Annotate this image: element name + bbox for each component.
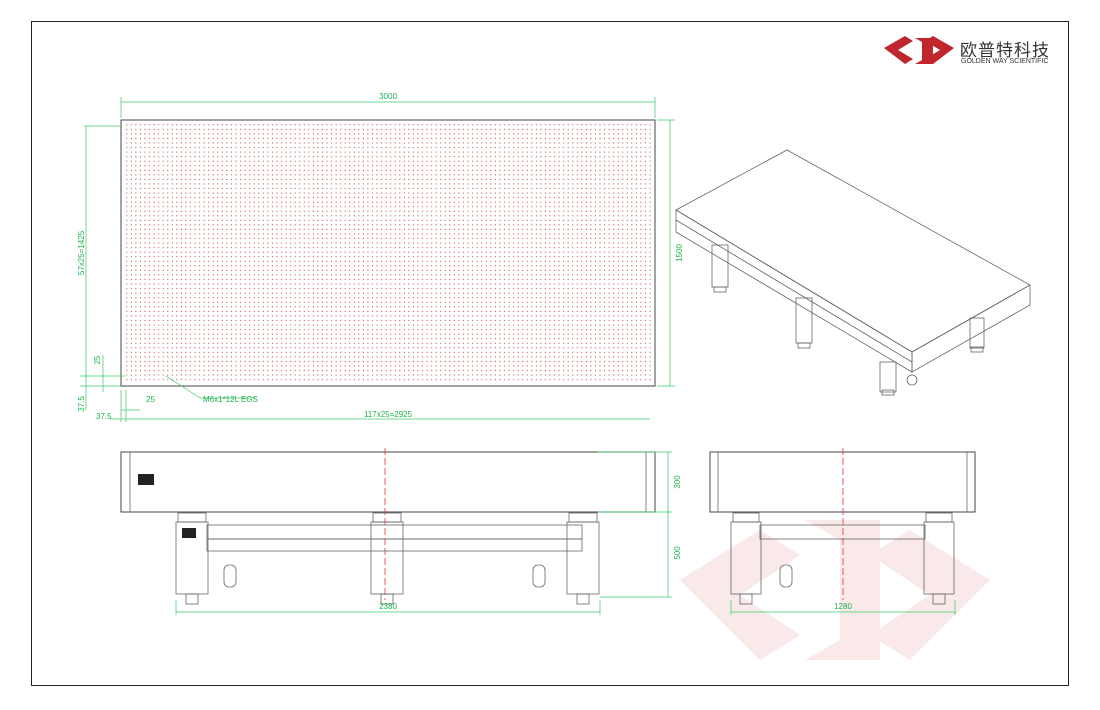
dim-margin-h: 37.5 [96, 412, 112, 421]
dim-front-span: 2380 [379, 602, 397, 611]
dim-top-thickness: 300 [673, 475, 682, 489]
table-top-outline [120, 119, 656, 387]
isometric-view [675, 149, 1031, 396]
dim-leg-height: 500 [673, 546, 682, 560]
company-name-en: GOLDEN WAY SCIENTIFIC [961, 58, 1049, 65]
dim-pitch-h: 25 [146, 395, 155, 404]
thread-callout: M6x1*12L EGS [203, 395, 258, 404]
front-view: 300 500 2380 [120, 448, 682, 615]
top-view: 3000 1500 57x25=1425 25 37.5 25 37.5 117… [77, 92, 684, 422]
dim-height: 1500 [675, 244, 684, 262]
dim-side-span: 1280 [834, 602, 852, 611]
hole-grid [125, 124, 653, 382]
company-name-cn: 欧普特科技 [960, 41, 1050, 60]
front-table-top [120, 451, 656, 513]
dim-hole-rows: 57x25=1425 [77, 230, 86, 275]
dim-hole-cols: 117x25=2925 [364, 410, 413, 419]
watermark-logo [680, 520, 990, 660]
company-logo-mark [884, 36, 954, 64]
side-view: 1280 [709, 448, 976, 615]
dim-pitch-v: 25 [93, 355, 102, 364]
dim-width: 3000 [379, 92, 397, 101]
dim-margin-v: 37.5 [77, 396, 86, 412]
drawing-frame [31, 21, 1069, 686]
